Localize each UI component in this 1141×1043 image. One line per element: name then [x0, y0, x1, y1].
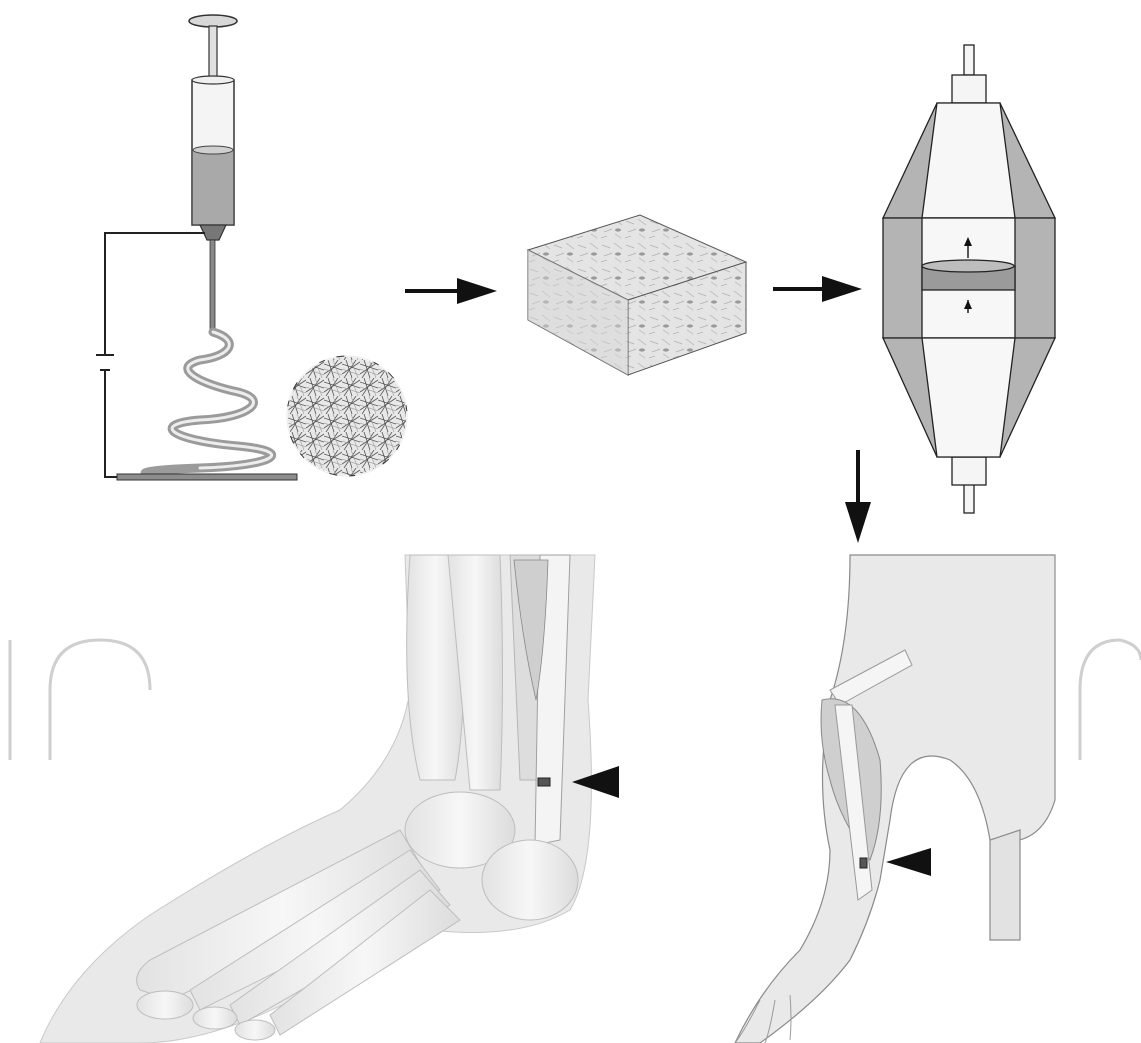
plunger-head — [189, 15, 237, 27]
bioreactor — [883, 45, 1055, 513]
flow-arrow-1 — [405, 278, 497, 304]
animal-body — [735, 555, 1055, 1043]
animal-implant-pointer-arrow — [886, 848, 931, 876]
human-ankle — [40, 555, 619, 1043]
scaffold-block — [528, 215, 746, 375]
animal-hindlimb — [735, 555, 1055, 1043]
fiber-jet-spiral — [145, 332, 272, 474]
tendon-implant — [538, 778, 550, 786]
collector-plate — [117, 474, 297, 480]
animal-tendon-implant — [860, 858, 867, 868]
electrospinning-panel — [96, 15, 407, 480]
flow-arrow-down — [845, 450, 871, 543]
flow-arrow-2 — [773, 276, 862, 302]
needle — [210, 240, 215, 332]
